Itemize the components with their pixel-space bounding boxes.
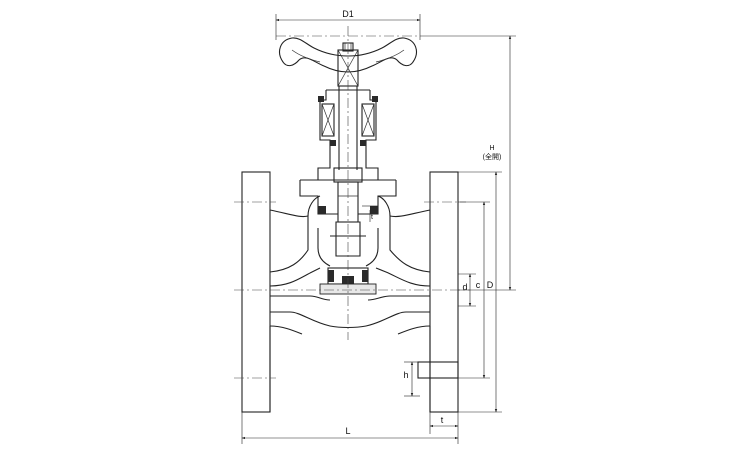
dimension-h: H (全開)	[420, 35, 516, 291]
label-h-total-note: (全開)	[483, 152, 502, 161]
disc	[319, 221, 377, 295]
label-D: D	[487, 280, 494, 290]
dimension-h-bore: h	[403, 361, 420, 397]
dimension-t-small: t	[362, 205, 378, 222]
label-d: d	[462, 282, 467, 292]
dimension-D: D	[458, 171, 502, 413]
dimension-d1: D1	[275, 9, 421, 40]
packing-left	[321, 103, 335, 137]
dimension-c: c	[458, 201, 490, 379]
label-c: c	[476, 280, 481, 290]
label-d1: D1	[342, 9, 354, 19]
center-lines	[234, 26, 470, 379]
handwheel	[279, 37, 417, 87]
label-t-small: t	[371, 214, 373, 221]
dimension-L: L	[241, 412, 459, 444]
valve-body	[241, 171, 459, 413]
packing-right	[361, 103, 375, 137]
label-h: h	[403, 370, 408, 380]
label-L: L	[345, 426, 350, 436]
dimension-t-flange: t	[429, 412, 459, 434]
label-h-total: H	[489, 145, 494, 152]
dimension-d: d	[458, 273, 476, 307]
label-t-flange: t	[441, 415, 444, 425]
